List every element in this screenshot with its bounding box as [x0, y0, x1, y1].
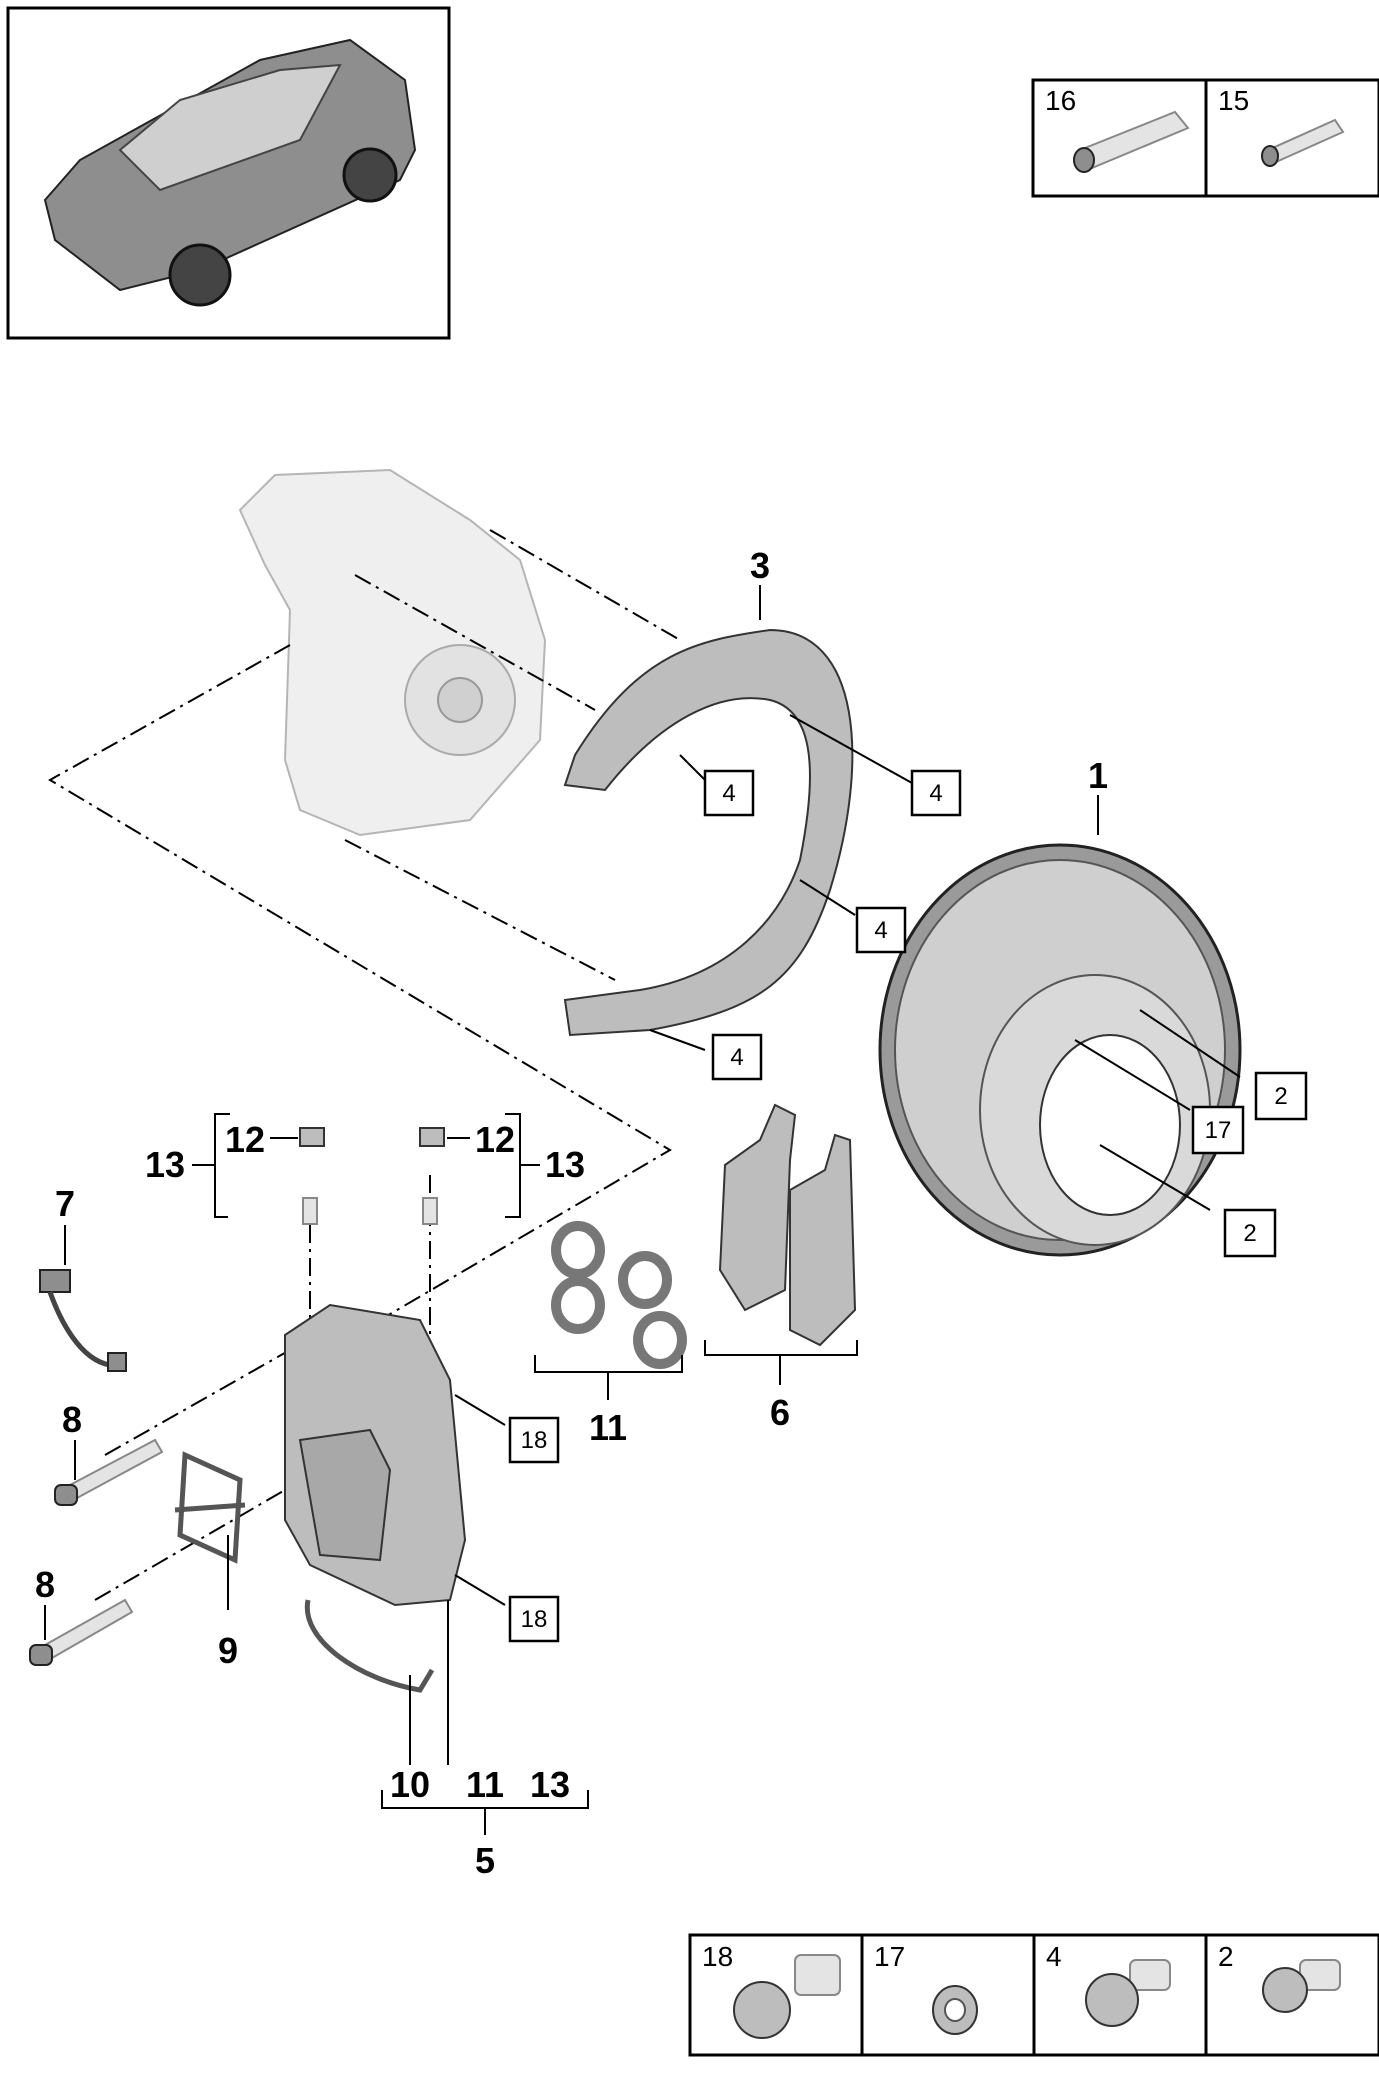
boxed-callout: 4: [910, 769, 962, 817]
svg-text:17: 17: [1205, 1117, 1232, 1144]
boxed-callout: 4: [855, 906, 907, 954]
vehicle-thumbnail: [6, 6, 451, 340]
svg-text:18: 18: [521, 1427, 548, 1454]
grease-tube-large-icon: [1073, 110, 1190, 173]
callout-number: 6: [770, 1392, 790, 1433]
boxed-callout: 18: [508, 1595, 560, 1643]
legend-cell-label: 18: [702, 1941, 733, 1972]
callout-number: 10: [390, 1764, 430, 1805]
callout-number: 11: [589, 1407, 627, 1448]
callout-number: 11: [466, 1764, 504, 1805]
boxed-callout: 2: [1254, 1071, 1308, 1121]
legend-cell-label: 2: [1218, 1941, 1234, 1972]
nut-17-icon: [932, 1985, 978, 2035]
bleeder-valve-left: [299, 1127, 325, 1225]
legend-cell-label: 4: [1046, 1941, 1062, 1972]
svg-text:2: 2: [1243, 1220, 1256, 1247]
leader-lines: [44, 585, 1241, 1835]
piston-seals-part: [551, 1221, 687, 1369]
legend-cell-label: 15: [1218, 85, 1249, 116]
grease-tube-small-icon: [1261, 118, 1345, 167]
callout-number: 13: [545, 1144, 585, 1185]
callout-number: 9: [218, 1630, 238, 1671]
boxed-callout: 4: [711, 1033, 763, 1081]
brake-shield-part: [563, 628, 854, 1037]
wear-sensor-part: [39, 1269, 127, 1372]
svg-text:18: 18: [521, 1606, 548, 1633]
boxed-callout: 4: [703, 769, 755, 817]
spring-clip-part: [174, 1451, 246, 1564]
wheel-carrier-part: [238, 468, 547, 837]
boxed-callout: 18: [508, 1416, 560, 1464]
legend-cell-label: 16: [1045, 85, 1076, 116]
brake-line-part: [304, 1599, 435, 1693]
svg-text:4: 4: [874, 917, 887, 944]
callout-number: 7: [55, 1183, 75, 1224]
top-legend-box: 16 15: [1031, 78, 1379, 198]
callout-number: 12: [475, 1119, 515, 1160]
caliper-bolt-lower: [29, 1598, 134, 1666]
callout-number: 1: [1088, 755, 1108, 796]
screw-2-icon: [1262, 1959, 1341, 2013]
svg-text:4: 4: [722, 780, 735, 807]
brake-disc-part: [878, 843, 1242, 1257]
callout-number: 8: [62, 1399, 82, 1440]
callout-number: 3: [750, 545, 770, 586]
brake-caliper-part: [284, 1303, 467, 1607]
brake-pads-part: [718, 1103, 857, 1347]
boxed-callout: 2: [1223, 1208, 1277, 1258]
svg-text:4: 4: [730, 1044, 743, 1071]
alignment-lines: [48, 529, 681, 1601]
svg-text:4: 4: [929, 780, 942, 807]
callout-number: 13: [530, 1764, 570, 1805]
bottom-legend-box: 18 17 4 2: [688, 1933, 1379, 2057]
boxed-callout: 17: [1191, 1105, 1245, 1155]
legend-cell-label: 17: [874, 1941, 905, 1972]
bleeder-valve-right: [419, 1127, 445, 1225]
bolt-4-icon: [1085, 1959, 1171, 2027]
callout-number: 12: [225, 1119, 265, 1160]
callout-number: 13: [145, 1144, 185, 1185]
torx-bolt-18-icon: [733, 1954, 841, 2039]
caliper-bolt-upper: [54, 1438, 164, 1506]
callout-number: 5: [475, 1840, 495, 1881]
callout-number: 8: [35, 1564, 55, 1605]
svg-text:2: 2: [1274, 1083, 1287, 1110]
